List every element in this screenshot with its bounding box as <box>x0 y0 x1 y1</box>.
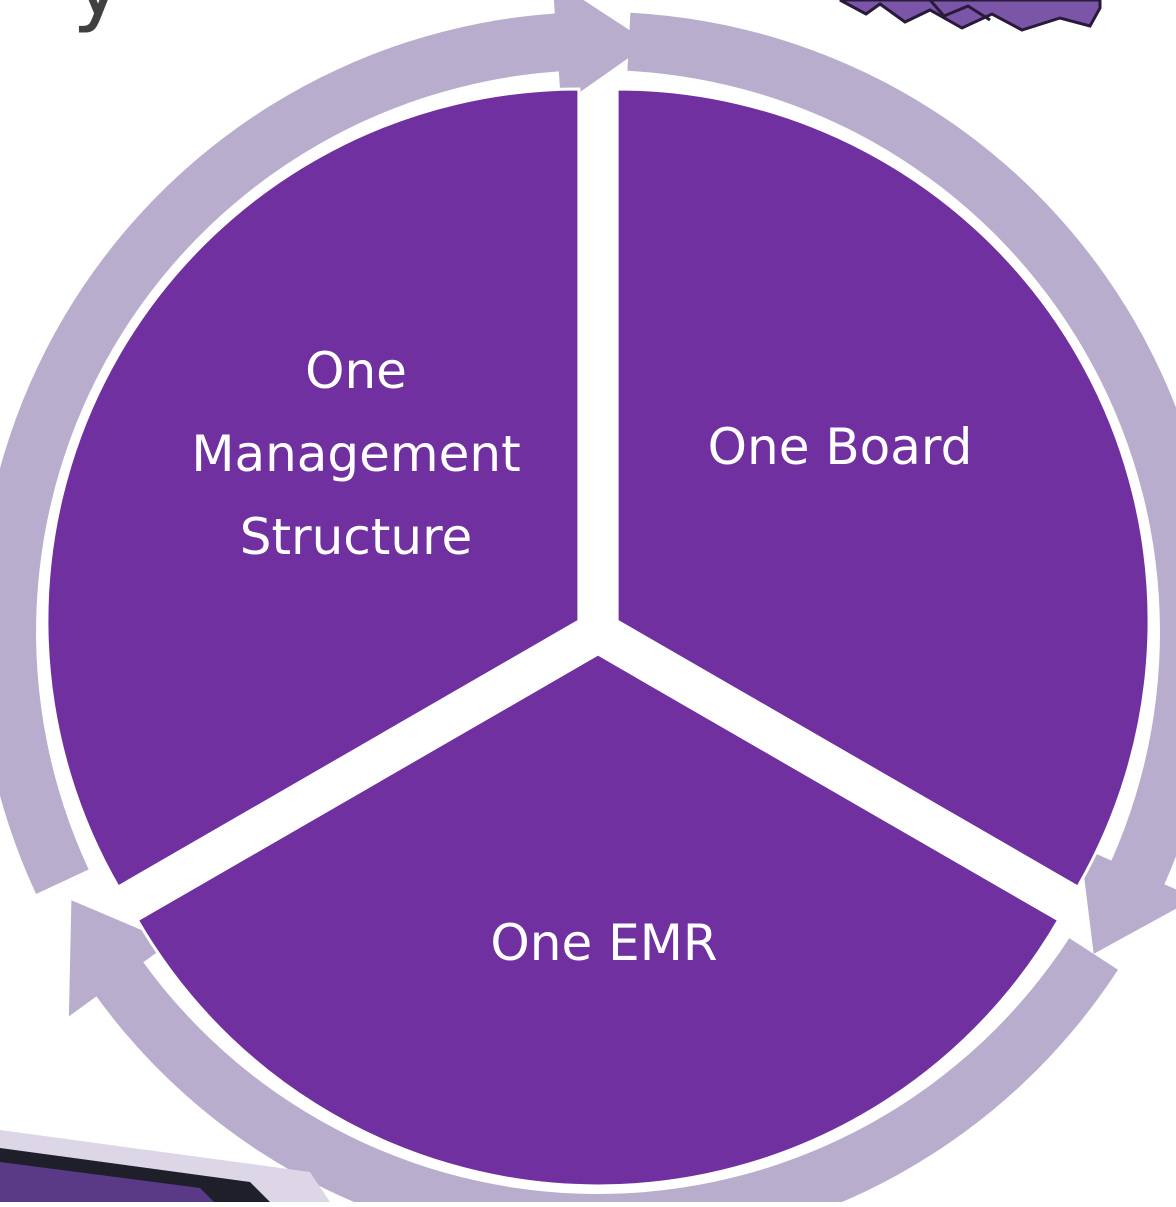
segment-label-line: One EMR <box>490 914 717 972</box>
ring-arrow-to-emr <box>627 12 1176 954</box>
slide-title-fragment: y <box>72 0 124 35</box>
segment-label-board: One Board <box>708 418 973 476</box>
segment-label-line: Structure <box>240 508 473 566</box>
decorative-sketch-detail <box>928 0 991 22</box>
segment-label-line: One <box>305 342 407 400</box>
segment-emr <box>135 652 1061 1188</box>
segment-label-line: One Board <box>708 418 973 476</box>
slide-accent-purple <box>0 1162 214 1202</box>
decorative-sketch <box>839 0 1102 32</box>
segment-label-management: One Management Structure <box>191 342 520 566</box>
ring-arrow-to-board <box>0 0 650 894</box>
cycle-segments <box>45 87 1151 1188</box>
ring-arrow-to-management <box>68 900 1118 1207</box>
segment-label-emr: One EMR <box>490 914 717 972</box>
segment-board <box>615 87 1151 890</box>
segment-management <box>45 87 581 890</box>
segment-label-line: Management <box>191 425 520 483</box>
